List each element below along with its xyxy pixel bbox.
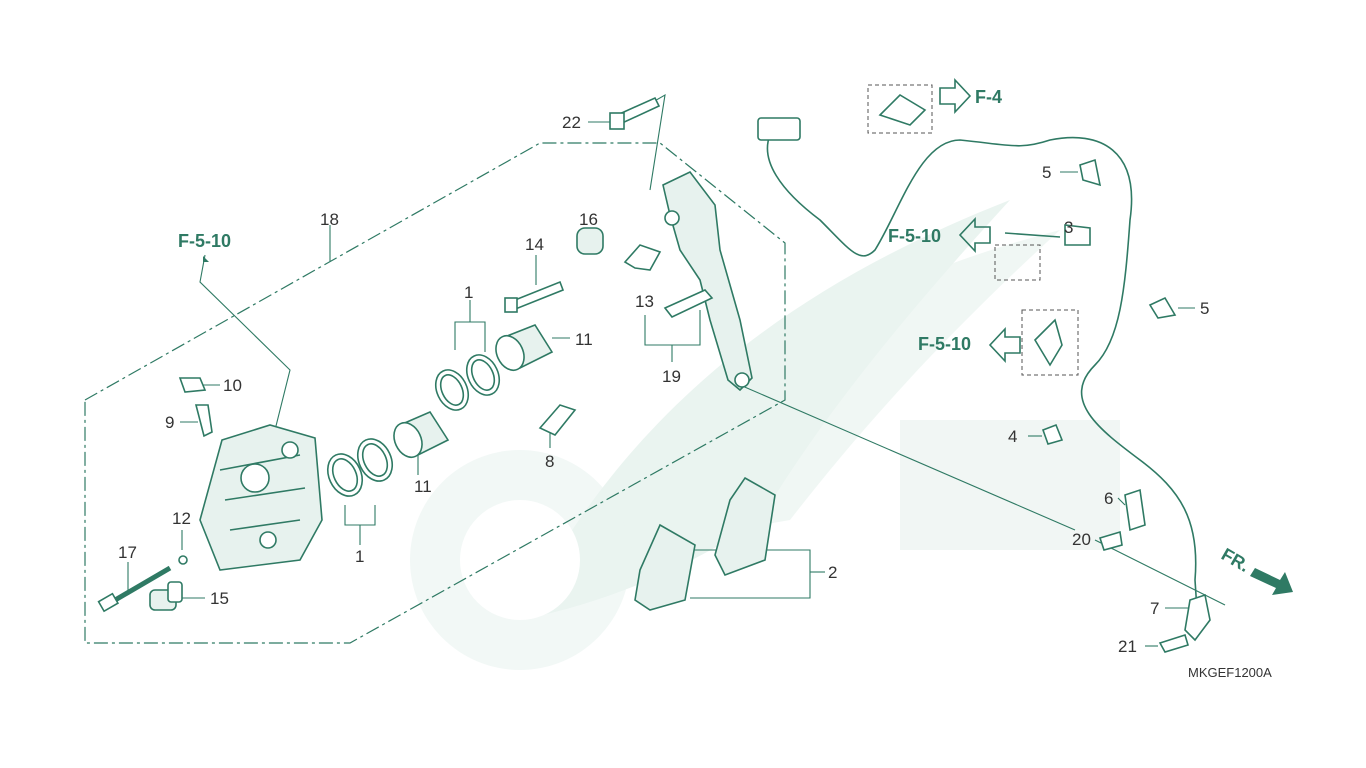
callout-11b: 11: [414, 477, 432, 496]
callout-3: 3: [1064, 218, 1073, 237]
ref-arrow-f510-right-a: F-5-10: [888, 216, 991, 254]
svg-text:F-4: F-4: [975, 87, 1002, 107]
wire-clamp-top: [1079, 158, 1102, 187]
wire-clip: [1041, 423, 1064, 445]
callout-6: 6: [1104, 489, 1113, 508]
callout-7: 7: [1150, 599, 1159, 618]
pad-pin: [97, 565, 172, 613]
sensor-bolt-20: [1098, 530, 1123, 551]
retainer-clip: [623, 244, 662, 271]
caliper-body: [199, 424, 323, 571]
sensor-bolt-21: [1158, 633, 1189, 653]
callout-15: 15: [210, 589, 229, 608]
brake-pads: [634, 476, 776, 611]
callout-16: 16: [579, 210, 598, 229]
small-ring: [178, 555, 188, 565]
piston-upper: [495, 324, 554, 372]
callout-13: 13: [635, 292, 654, 311]
callout-1a: 1: [464, 283, 473, 302]
svg-text:F-5-10: F-5-10: [178, 231, 231, 251]
wire-clamp-right: [1148, 296, 1177, 319]
callout-20: 20: [1072, 530, 1091, 549]
svg-text:F-5-10: F-5-10: [918, 334, 971, 354]
ref-arrow-f510-top-left: F-5-10: [178, 231, 231, 262]
callout-5a: 5: [1042, 163, 1051, 182]
callout-5b: 5: [1200, 299, 1209, 318]
bolt-detail-box: [994, 244, 1041, 281]
clip-detail-box: [1021, 309, 1079, 376]
bleeder-screw: [194, 404, 213, 438]
plug-bolt: [149, 581, 183, 611]
slide-pin: [504, 280, 565, 313]
piston-lower: [393, 410, 450, 459]
callout-12: 12: [172, 509, 191, 528]
callout-labels: 18 1 1 2 3 4 5 5 6 7 8 9 10 11 11 12 13 …: [118, 113, 1209, 656]
assembly-frame-18: [84, 142, 786, 644]
pin-boot: [576, 227, 604, 255]
callout-19: 19: [662, 367, 681, 386]
bleeder-cap: [178, 377, 207, 393]
callout-2: 2: [828, 563, 837, 582]
callout-10: 10: [223, 376, 242, 395]
callout-11a: 11: [575, 330, 593, 349]
callout-17: 17: [118, 543, 137, 562]
bracket-bolt: [609, 96, 661, 130]
ref-arrow-f510-right-b: F-5-10: [918, 326, 1021, 364]
callout-22: 22: [562, 113, 581, 132]
callout-21: 21: [1118, 637, 1137, 656]
callout-14: 14: [525, 235, 544, 254]
abs-sensor: [1184, 593, 1211, 642]
piston-seals-upper: [434, 354, 501, 411]
callout-1b: 1: [355, 547, 364, 566]
piston-seals-lower: [326, 438, 394, 497]
front-direction-arrow: FR.: [1218, 544, 1293, 595]
watermark-logo: [410, 200, 1120, 670]
abs-sensor-wire: [757, 117, 1199, 626]
callout-8: 8: [545, 452, 554, 471]
clamp-detail-box-top: [867, 84, 933, 134]
ref-arrow-f4: F-4: [939, 77, 1002, 115]
wire-guide: [1124, 488, 1146, 532]
callout-4: 4: [1008, 427, 1017, 446]
callout-9: 9: [165, 413, 174, 432]
diagram-code: MKGEF1200A: [1188, 665, 1272, 680]
caliper-bracket: [662, 170, 753, 392]
callout-18: 18: [320, 210, 339, 229]
svg-text:FR.: FR.: [1218, 544, 1253, 576]
pad-spring: [538, 404, 577, 436]
svg-text:F-5-10: F-5-10: [888, 226, 941, 246]
